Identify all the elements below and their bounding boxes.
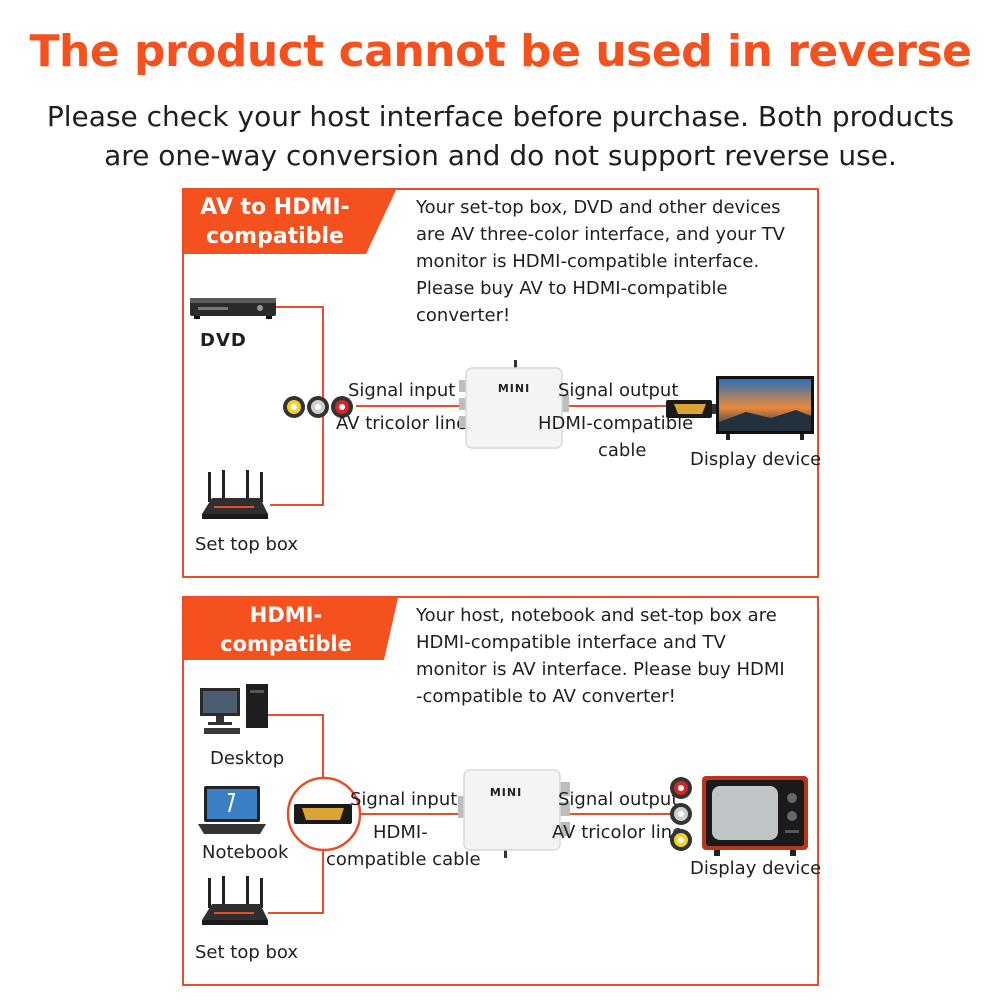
label-signal-output: Signal output <box>558 380 679 401</box>
subtitle-line-1: Please check your host interface before … <box>46 100 955 133</box>
label-desktop: Desktop <box>210 748 285 769</box>
ribbon-text: AV to HDMI- compatible <box>184 190 366 254</box>
label-input-cable-line-1: HDMI- <box>373 822 428 843</box>
description-line: monitor is HDMI-compatible interface. <box>416 251 760 272</box>
converter-box-icon: MINI <box>456 766 574 858</box>
description-line: converter! <box>416 305 511 326</box>
description-line: monitor is AV interface. Please buy HDMI <box>416 659 785 680</box>
ribbon-shape <box>184 598 398 660</box>
converter-box-icon: MINI <box>456 358 572 450</box>
label-set-top-box: Set top box <box>195 942 299 963</box>
converter-label: MINI <box>489 786 523 799</box>
hdmi-plug-icon <box>666 398 718 422</box>
dvd-player-icon <box>190 296 276 320</box>
wire <box>566 813 676 815</box>
description-line: are AV three-color interface, and your T… <box>416 224 785 245</box>
label-input-cable: AV tricolor line <box>336 413 468 434</box>
router-icon <box>200 876 270 928</box>
label-dvd: DVD <box>200 330 247 351</box>
description-line: Your host, notebook and set-top box are <box>416 605 777 626</box>
ribbon-hdmi-to-av: HDMI-compatible to AV <box>184 598 398 685</box>
page-title: The product cannot be used in reverse <box>29 26 972 77</box>
flat-tv-icon <box>716 376 814 442</box>
wire <box>268 714 324 716</box>
ribbon-shape <box>184 190 396 254</box>
rca-plugs-icon <box>669 776 693 852</box>
label-output-cable-line-1: HDMI-compatible <box>538 413 694 434</box>
wire <box>276 306 324 308</box>
ribbon-line-2: to AV <box>254 661 318 685</box>
label-signal-input: Signal input <box>350 789 458 810</box>
router-icon <box>200 470 270 522</box>
description-line: Please buy AV to HDMI-compatible <box>416 278 728 299</box>
wire <box>566 405 670 407</box>
wire <box>270 504 324 506</box>
ribbon-text: HDMI-compatible to AV <box>184 598 388 685</box>
ribbon-av-to-hdmi: AV to HDMI- compatible <box>184 190 396 254</box>
description-line: Your set-top box, DVD and other devices <box>416 197 781 218</box>
wire <box>356 405 466 407</box>
ribbon-line-1: HDMI-compatible <box>220 603 352 656</box>
ribbon-line-2: compatible <box>206 224 344 249</box>
panel-av-to-hdmi <box>182 188 819 578</box>
description-line: -compatible to AV converter! <box>416 686 676 707</box>
panel-hdmi-to-av <box>182 596 819 986</box>
rca-plugs-icon <box>282 394 356 420</box>
label-set-top-box: Set top box <box>195 534 299 555</box>
label-notebook: Notebook <box>202 842 289 863</box>
label-display-device: Display device <box>690 449 822 470</box>
subtitle-line-2: are one-way conversion and do not suppor… <box>104 139 897 172</box>
wire <box>358 813 458 815</box>
ribbon-line-1: AV to HDMI- <box>200 195 350 220</box>
wire <box>268 912 324 914</box>
description-hdmi-to-av: Your host, notebook and set-top box are … <box>416 602 806 710</box>
laptop-icon <box>198 786 266 836</box>
label-output-cable: AV tricolor line <box>552 822 684 843</box>
label-signal-output: Signal output <box>558 789 679 810</box>
label-output-cable-line-2: cable <box>598 440 647 461</box>
label-display-device: Display device <box>690 858 822 879</box>
label-input-cable-line-2: compatible cable <box>326 849 481 870</box>
desktop-pc-icon <box>200 684 270 738</box>
converter-label: MINI <box>497 382 531 395</box>
label-signal-input: Signal input <box>348 380 456 401</box>
crt-tv-icon <box>702 776 808 856</box>
hdmi-plug-icon <box>286 776 362 852</box>
description-av-to-hdmi: Your set-top box, DVD and other devices … <box>416 194 806 329</box>
description-line: HDMI-compatible interface and TV <box>416 632 726 653</box>
